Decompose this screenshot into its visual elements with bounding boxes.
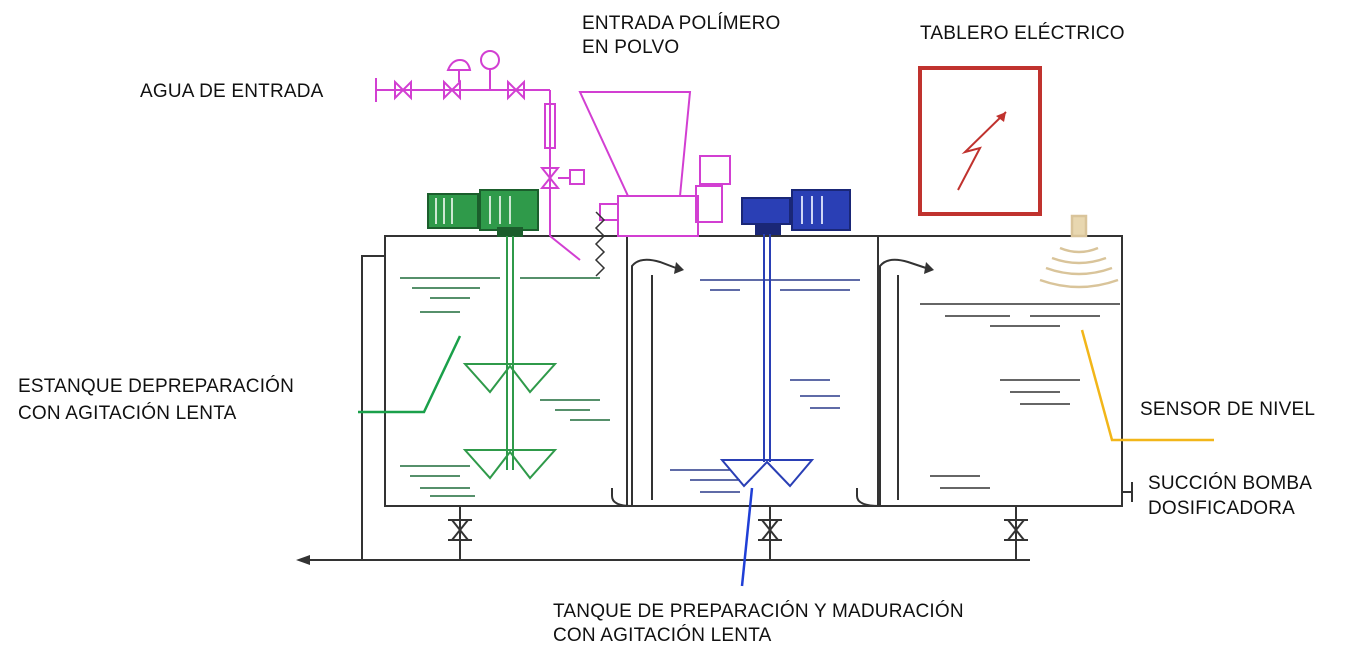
label-polimero-line2: EN POLVO xyxy=(582,37,680,58)
label-agua-entrada: AGUA DE ENTRADA xyxy=(140,81,324,102)
level-sensor-icon xyxy=(1039,214,1119,289)
label-estanque-line1: ESTANQUE DEPREPARACIÓN xyxy=(18,376,295,397)
water-lines-right xyxy=(920,303,1120,489)
powder-dosing-line xyxy=(594,211,606,277)
leader-estanque xyxy=(358,335,462,414)
water-inlet-piping xyxy=(375,50,585,261)
transfer-pipes xyxy=(611,258,934,508)
label-tanque-line2: CON AGITACIÓN LENTA xyxy=(553,625,772,646)
label-estanque-line2: CON AGITACIÓN LENTA xyxy=(18,403,237,424)
powder-hopper-icon xyxy=(578,91,731,237)
green-agitator-shaft xyxy=(462,236,558,480)
label-sensor: SENSOR DE NIVEL xyxy=(1140,399,1316,420)
leader-tanque xyxy=(740,487,754,587)
label-succion-line1: SUCCIÓN BOMBA xyxy=(1148,473,1313,494)
green-motor-icon xyxy=(427,189,539,237)
blue-agitator-shaft xyxy=(719,234,815,488)
leader-sensor xyxy=(1080,329,1214,442)
tank-outline xyxy=(296,235,1133,565)
label-polimero-line1: ENTRADA POLÍMERO xyxy=(582,13,781,34)
drain-valves xyxy=(448,519,1028,541)
electrical-panel-icon xyxy=(918,66,1042,216)
water-lines xyxy=(400,277,610,497)
blue-motor-icon xyxy=(741,189,851,235)
label-tanque-line1: TANQUE DE PREPARACIÓN Y MADURACIÓN xyxy=(553,601,964,622)
label-succion-line2: DOSIFICADORA xyxy=(1148,498,1296,519)
label-tablero: TABLERO ELÉCTRICO xyxy=(920,23,1125,44)
water-lines-center xyxy=(670,279,860,493)
